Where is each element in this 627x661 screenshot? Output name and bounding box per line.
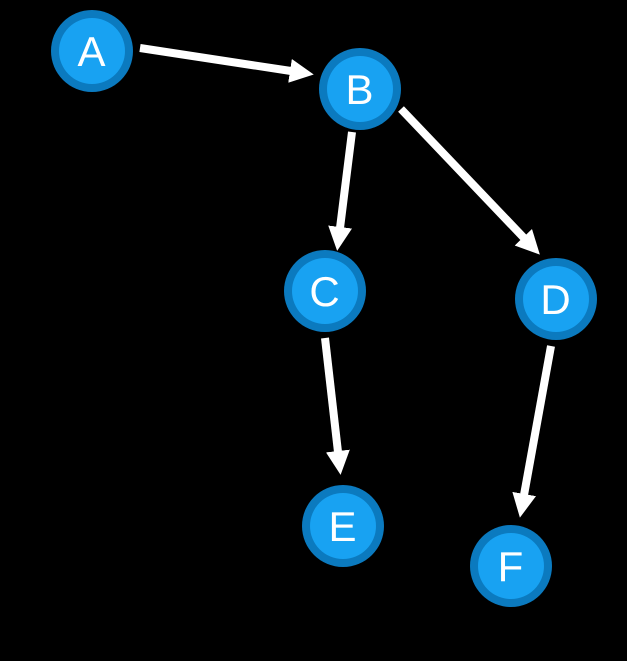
edge-A-B xyxy=(139,44,314,83)
node-label: E xyxy=(328,503,357,550)
node-fill xyxy=(310,493,376,559)
graph-node-D[interactable]: D xyxy=(515,258,597,340)
node-label: D xyxy=(540,276,571,323)
node-fill xyxy=(478,533,544,599)
node-fill xyxy=(292,258,358,324)
node-label: C xyxy=(309,268,340,315)
nodes-layer: A B C D E F xyxy=(51,10,597,607)
node-label: B xyxy=(345,66,374,113)
node-label: A xyxy=(77,28,106,75)
graph-node-E[interactable]: E xyxy=(302,485,384,567)
edges-layer xyxy=(139,44,555,518)
edge-B-C xyxy=(328,131,356,251)
graph-node-F[interactable]: F xyxy=(470,525,552,607)
edge-B-D xyxy=(398,106,540,255)
edge-D-F xyxy=(512,345,555,518)
graph-node-A[interactable]: A xyxy=(51,10,133,92)
node-fill xyxy=(327,56,393,122)
node-fill xyxy=(59,18,125,84)
graph-node-C[interactable]: C xyxy=(284,250,366,332)
node-label: F xyxy=(498,543,525,590)
edge-C-E xyxy=(321,337,350,475)
graph-node-B[interactable]: B xyxy=(319,48,401,130)
node-fill xyxy=(523,266,589,332)
